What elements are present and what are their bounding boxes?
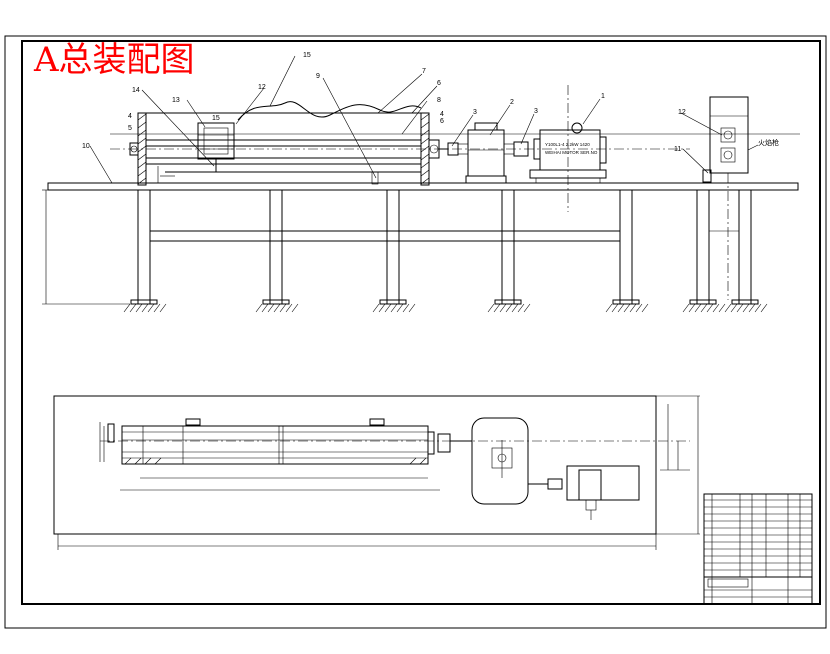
fire-torch-label: 火焰枪 bbox=[758, 138, 779, 147]
svg-text:5: 5 bbox=[128, 125, 132, 132]
plan-dimensions bbox=[57, 395, 700, 550]
drawing-title: A总装配图 bbox=[33, 40, 195, 80]
height-dimension bbox=[42, 189, 130, 305]
drive-motor: Y100L1-4 2.2kW 1420 WEIHAI MOTOR SER.NO bbox=[529, 85, 607, 212]
torch-holder bbox=[702, 96, 749, 300]
svg-text:WEIHAI MOTOR SER.NO: WEIHAI MOTOR SER.NO bbox=[545, 150, 598, 155]
svg-text:10: 10 bbox=[82, 143, 90, 150]
callout-leaders bbox=[89, 55, 723, 184]
svg-text:12: 12 bbox=[678, 109, 686, 116]
table-cross-braces bbox=[150, 230, 739, 242]
svg-text:1: 1 bbox=[601, 93, 605, 100]
svg-text:2: 2 bbox=[510, 99, 514, 106]
svg-text:4: 4 bbox=[440, 111, 444, 118]
plan-reducer bbox=[471, 417, 529, 505]
svg-text:6: 6 bbox=[437, 80, 441, 87]
svg-text:8: 8 bbox=[437, 97, 441, 104]
svg-text:7: 7 bbox=[422, 68, 426, 75]
sliding-carriage bbox=[197, 122, 235, 172]
svg-text:9: 9 bbox=[316, 73, 320, 80]
plan-motor bbox=[528, 465, 640, 520]
svg-text:13: 13 bbox=[172, 97, 180, 104]
plan-view bbox=[53, 395, 700, 550]
svg-text:11: 11 bbox=[674, 146, 681, 153]
outer-frame bbox=[4, 35, 827, 629]
svg-text:15: 15 bbox=[303, 52, 311, 59]
gear-reducer bbox=[457, 122, 515, 184]
svg-text:15: 15 bbox=[212, 115, 220, 122]
svg-text:6: 6 bbox=[440, 118, 444, 125]
leg-foot-plates bbox=[123, 299, 768, 313]
svg-text:14: 14 bbox=[132, 87, 140, 94]
svg-text:3: 3 bbox=[534, 108, 538, 115]
motor-coupling bbox=[513, 141, 529, 157]
front-elevation-view: Y100L1-4 2.2kW 1420 WEIHAI MOTOR SER.NO … bbox=[42, 85, 800, 313]
svg-text:4: 4 bbox=[128, 113, 132, 120]
plan-roller-assembly bbox=[107, 418, 429, 465]
title-block bbox=[703, 493, 813, 605]
svg-text:Y100L1-4 2.2kW 1420: Y100L1-4 2.2kW 1420 bbox=[545, 142, 590, 147]
table-legs bbox=[137, 190, 752, 304]
svg-text:12: 12 bbox=[258, 84, 266, 91]
svg-text:3: 3 bbox=[473, 109, 477, 116]
plan-table-outline bbox=[53, 395, 657, 535]
callout-numbers: 1 2 3 3 4 4 5 6 6 7 8 9 10 11 12 12 14 1… bbox=[82, 52, 686, 153]
work-table-top bbox=[47, 182, 799, 191]
inner-frame bbox=[21, 40, 821, 605]
left-bearing bbox=[129, 142, 139, 156]
workpiece-curve bbox=[237, 101, 422, 121]
